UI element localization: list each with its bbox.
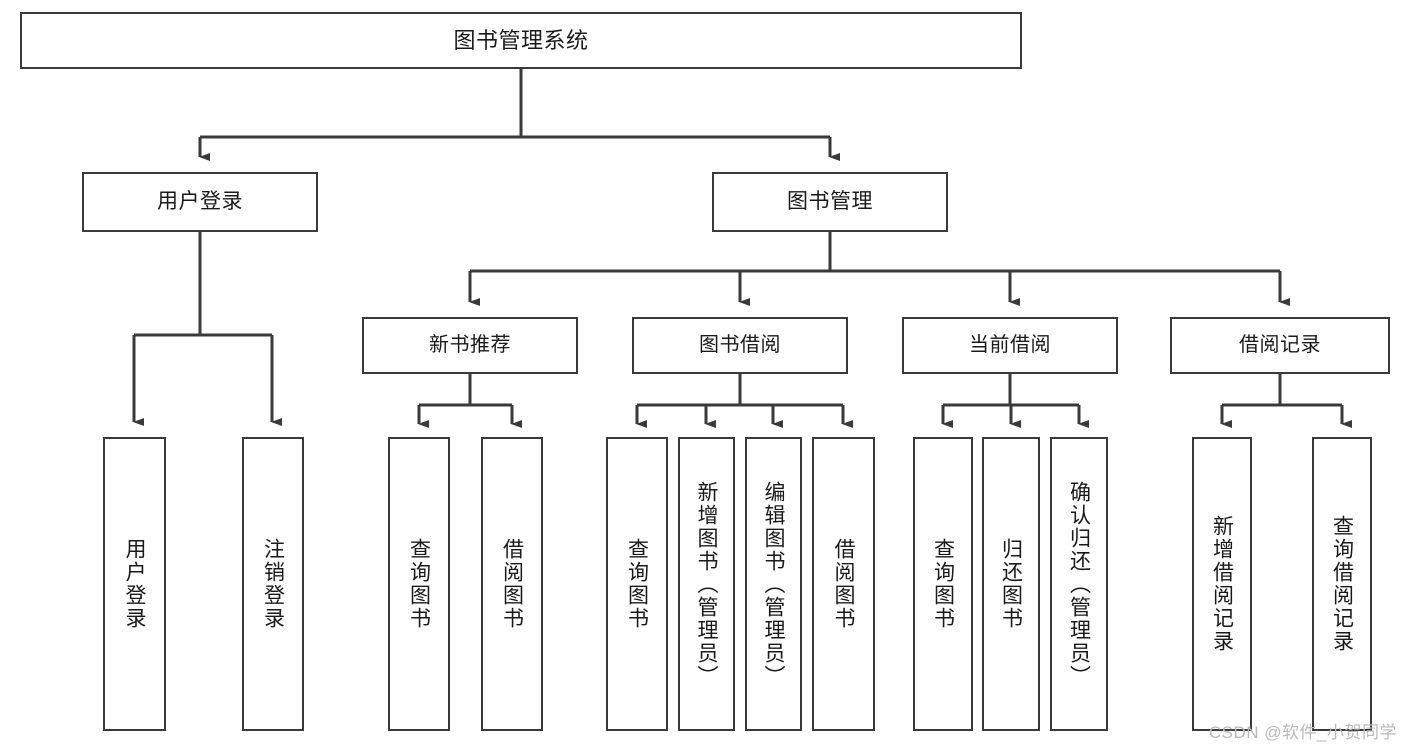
leaf-add-book-admin-label: 新增图书（管理员） — [695, 480, 718, 688]
node-new-book-recommend-label: 新书推荐 — [429, 333, 511, 356]
leaf-add-borrow-record-label: 新增借阅记录 — [1210, 515, 1234, 653]
leaf-edit-book-admin[interactable]: 编辑图书（管理员） — [745, 437, 802, 731]
leaf-return-book[interactable]: 归还图书 — [982, 437, 1040, 731]
edges-bookborrow-to-leaves — [635, 374, 853, 428]
leaf-add-book-admin[interactable]: 新增图书（管理员） — [678, 437, 735, 731]
leaf-edit-book-admin-label: 编辑图书（管理员） — [762, 480, 785, 688]
leaf-user-login[interactable]: 用户登录 — [103, 437, 166, 731]
watermark: CSDN @软件_小贺同学 — [1208, 723, 1397, 742]
leaf-query-book-3[interactable]: 查询图书 — [913, 437, 973, 731]
leaf-query-book-3-label: 查询图书 — [931, 538, 955, 630]
node-root-system-label: 图书管理系统 — [453, 27, 589, 53]
leaf-query-book-1[interactable]: 查询图书 — [388, 437, 450, 731]
node-current-borrow[interactable]: 当前借阅 — [902, 317, 1118, 374]
leaf-query-borrow-record[interactable]: 查询借阅记录 — [1312, 437, 1372, 731]
node-new-book-recommend[interactable]: 新书推荐 — [362, 317, 578, 374]
leaf-logout[interactable]: 注销登录 — [242, 437, 304, 731]
node-book-borrow-label: 图书借阅 — [699, 333, 781, 356]
leaf-borrow-book-2[interactable]: 借阅图书 — [812, 437, 875, 731]
node-book-manage-label: 图书管理 — [787, 189, 873, 213]
leaf-user-login-label: 用户登录 — [123, 538, 146, 630]
leaf-add-borrow-record[interactable]: 新增借阅记录 — [1192, 437, 1252, 731]
node-user-login[interactable]: 用户登录 — [82, 172, 318, 232]
leaf-return-book-label: 归还图书 — [999, 538, 1023, 630]
edges-newbook-to-leaves — [417, 374, 522, 428]
edges-root-to-level1 — [198, 69, 840, 161]
edges-bookmanage-to-level2 — [468, 232, 1290, 306]
leaf-query-borrow-record-label: 查询借阅记录 — [1330, 515, 1354, 653]
node-borrow-record-label: 借阅记录 — [1239, 333, 1321, 356]
node-root-system[interactable]: 图书管理系统 — [20, 12, 1022, 69]
leaf-query-book-2[interactable]: 查询图书 — [606, 437, 668, 731]
node-current-borrow-label: 当前借阅 — [969, 333, 1051, 356]
leaf-logout-label: 注销登录 — [261, 538, 285, 630]
node-user-login-label: 用户登录 — [157, 189, 243, 213]
leaf-confirm-return-admin-label: 确认归还（管理员） — [1067, 480, 1091, 688]
leaf-query-book-1-label: 查询图书 — [407, 538, 431, 630]
leaf-borrow-book-2-label: 借阅图书 — [832, 538, 855, 630]
leaf-borrow-book-1[interactable]: 借阅图书 — [481, 437, 543, 731]
leaf-borrow-book-1-label: 借阅图书 — [500, 538, 524, 630]
node-book-borrow[interactable]: 图书借阅 — [632, 317, 848, 374]
edges-borrowrecord-to-leaves — [1220, 374, 1352, 428]
node-book-manage[interactable]: 图书管理 — [712, 172, 948, 232]
leaf-confirm-return-admin[interactable]: 确认归还（管理员） — [1050, 437, 1108, 731]
leaf-query-book-2-label: 查询图书 — [625, 538, 649, 630]
edges-currentborrow-to-leaves — [941, 374, 1089, 428]
edges-userlogin-to-leaves — [132, 232, 282, 426]
node-borrow-record[interactable]: 借阅记录 — [1170, 317, 1390, 374]
